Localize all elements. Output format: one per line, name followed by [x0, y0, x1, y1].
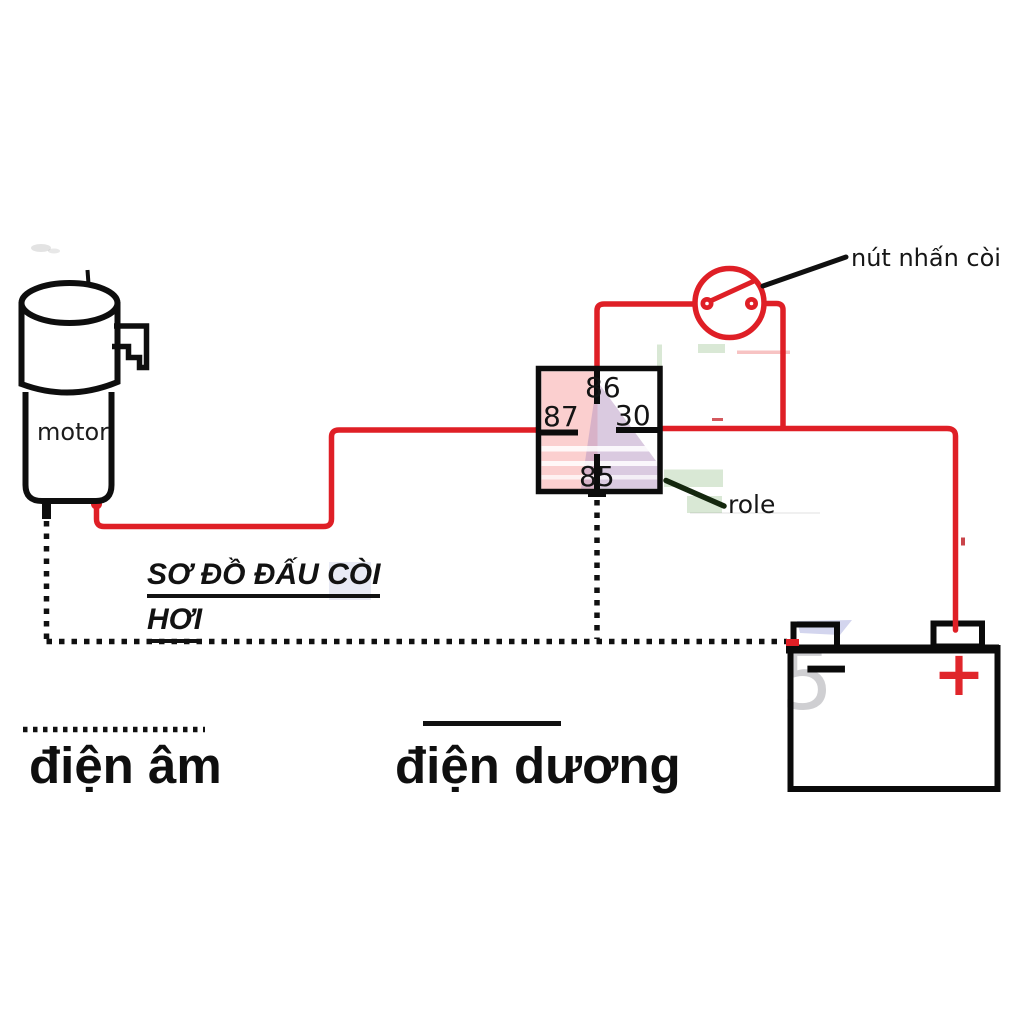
relay-symbol — [535, 365, 727, 509]
positive-wire-relay-86-to-button — [594, 301, 699, 379]
legend-negative-label: điện âm — [29, 737, 222, 794]
motor-label: motor — [37, 418, 110, 446]
positive-wire-button-to-junction — [758, 300, 786, 430]
motor-top-tick — [85, 269, 91, 285]
relay-pin-86-label: 86 — [585, 371, 621, 404]
positive-wire-relay-30-to-battery — [656, 425, 959, 633]
watermark-green-rect — [657, 344, 662, 369]
horn-button-switch-blade — [703, 279, 756, 306]
horn-button-symbol — [692, 254, 849, 341]
watermark-red-tick — [961, 537, 965, 546]
diagram-title-line1: SƠ ĐỒ ĐẤU CÒI — [147, 558, 381, 598]
watermark-gray-line — [690, 512, 820, 514]
diagram-title-line2: HƠI — [147, 603, 203, 643]
horn-button-label-pointer-line — [760, 254, 849, 289]
battery-positive-symbol: + — [933, 637, 985, 710]
legend-positive-label: điện dương — [395, 737, 681, 794]
watermark-green-rect — [664, 469, 723, 487]
watermark-title-highlight — [329, 562, 371, 600]
battery-body-fill — [790, 648, 998, 789]
motor-lower-body — [22, 392, 115, 504]
contact-highlight — [749, 301, 754, 306]
watermark-remnants — [31, 244, 820, 600]
relay-pin-85-label: 85 — [579, 460, 615, 493]
relay-label: role — [728, 490, 776, 519]
battery-negative-terminal — [790, 621, 840, 652]
negative-terminal-red-mark — [786, 639, 799, 646]
motor-upper-body — [18, 302, 121, 396]
battery: 5 − + — [781, 620, 1001, 792]
watermark-white-stripe — [541, 446, 658, 452]
motor-symbol — [18, 269, 150, 519]
horn-button-label: nút nhấn còi — [851, 244, 1001, 272]
watermark-green-rect — [698, 344, 725, 353]
diagram-title: SƠ ĐỒ ĐẤU CÒI HƠI — [147, 558, 381, 643]
relay-label-pointer-line — [663, 477, 727, 509]
battery-negative-symbol: − — [801, 633, 851, 703]
contact-highlight — [705, 301, 709, 306]
motor-nozzle — [112, 323, 150, 371]
watermark-red-dash — [712, 418, 723, 421]
motor-top-ellipse — [18, 280, 121, 326]
watermark-smudge — [31, 244, 51, 252]
positive-wires — [93, 300, 959, 633]
relay-pin-87-label: 87 — [543, 400, 579, 433]
watermark-smudge — [48, 248, 60, 254]
negative-wires — [43, 500, 787, 645]
battery-positive-terminal-fill — [933, 623, 982, 647]
relay-pin-30-label: 30 — [615, 399, 651, 432]
watermark-pink-line — [737, 350, 790, 354]
positive-wire-motor-to-relay-87 — [93, 427, 541, 530]
